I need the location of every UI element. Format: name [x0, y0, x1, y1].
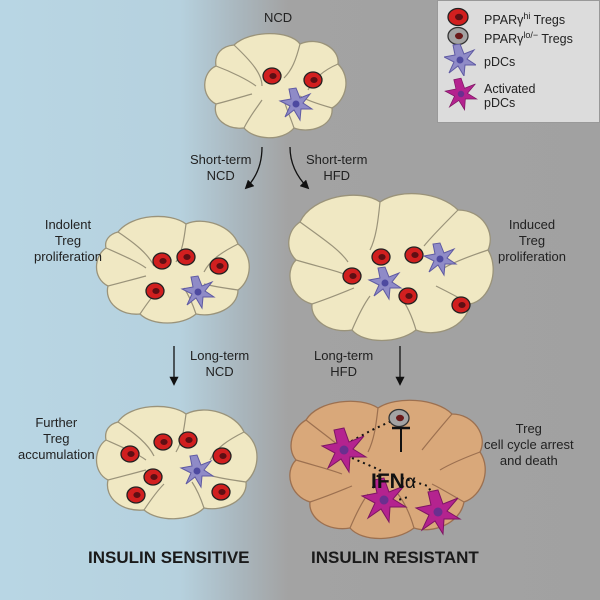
legend-label-treg-hi: PPARγhi Tregs [484, 9, 565, 27]
label-ifn-main: IFN [371, 470, 405, 493]
legend-item-treg-hi: PPARγhi Tregs [438, 4, 598, 30]
arrows [169, 146, 405, 386]
legend-activated-line2: pDCs [484, 96, 516, 110]
legend-item-activated-pdc: Activated pDCs [438, 77, 598, 111]
label-arrest: Treg cell cycle arrest and death [484, 421, 574, 469]
label-indolent-line2: Treg [54, 233, 82, 248]
label-further-line2: Treg [43, 431, 70, 446]
pdc-icon [444, 44, 476, 76]
arrow-short-ncd [244, 146, 263, 190]
label-short-ncd-line2: NCD [206, 168, 235, 183]
legend-treg-hi-suffix: Tregs [530, 13, 566, 28]
label-long-ncd-line2: NCD [205, 364, 234, 379]
activated-pdc-icon [444, 77, 478, 111]
legend-treg-hi-sup: hi [523, 11, 531, 21]
cluster-short-hfd [288, 192, 494, 342]
label-ncd-top: NCD [264, 10, 293, 25]
label-long-ncd-line1: Long-term [190, 348, 250, 363]
legend-treg-hi-prefix: PPARγ [484, 13, 524, 28]
title-insulin-resistant: INSULIN RESISTANT [311, 548, 479, 567]
legend-item-pdc: pDCs [438, 44, 598, 76]
label-induced-line1: Induced [508, 217, 556, 232]
legend: PPARγhi Tregs PPARγlo/− Tregs pDCs [437, 0, 600, 123]
label-further-line1: Further [35, 415, 78, 430]
label-long-ncd: Long-term NCD [190, 348, 249, 380]
cluster-short-ncd [95, 215, 250, 324]
label-further-line3: accumulation [18, 447, 95, 462]
label-arrest-line2: cell cycle arrest [484, 437, 574, 452]
label-long-hfd-line1: Long-term [314, 348, 374, 363]
label-short-hfd-line2: HFD [323, 168, 351, 183]
label-short-hfd: Short-term HFD [306, 152, 367, 184]
label-ifn-greek: α [404, 472, 416, 493]
label-long-hfd: Long-term HFD [314, 348, 373, 380]
label-indolent-line1: Indolent [44, 217, 92, 232]
label-indolent-line3: proliferation [34, 249, 102, 264]
legend-treg-lo-sup: lo/− [523, 30, 539, 40]
label-induced-line3: proliferation [498, 249, 566, 264]
label-short-hfd-line1: Short-term [306, 152, 368, 167]
label-indolent: Indolent Treg proliferation [34, 217, 102, 265]
label-induced: Induced Treg proliferation [498, 217, 566, 265]
legend-label-pdc: pDCs [484, 55, 516, 69]
label-induced-line2: Treg [518, 233, 546, 248]
label-further: Further Treg accumulation [18, 415, 95, 463]
cluster-ncd-initial [204, 33, 347, 139]
label-arrest-line1: Treg [515, 421, 542, 436]
label-short-ncd-line1: Short-term [190, 152, 252, 167]
arrow-short-hfd [289, 146, 310, 190]
treg-hi-icon [447, 7, 469, 27]
legend-activated-line1: Activated [484, 82, 536, 96]
cluster-long-hfd [289, 399, 486, 540]
legend-label-treg-lo: PPARγlo/− Tregs [484, 28, 573, 46]
label-short-ncd: Short-term NCD [190, 152, 251, 184]
legend-treg-lo-prefix: PPARγ [484, 32, 524, 47]
label-long-hfd-line2: HFD [330, 364, 357, 379]
label-arrest-line3: and death [499, 453, 558, 468]
legend-treg-lo-suffix: Tregs [538, 32, 573, 47]
cluster-long-ncd [95, 405, 258, 520]
label-ifn-alpha: IFNα [371, 470, 416, 494]
legend-label-activated-pdc: Activated pDCs [484, 82, 535, 110]
legend-item-treg-lo: PPARγlo/− Tregs [438, 23, 598, 49]
title-insulin-sensitive: INSULIN SENSITIVE [88, 548, 250, 567]
